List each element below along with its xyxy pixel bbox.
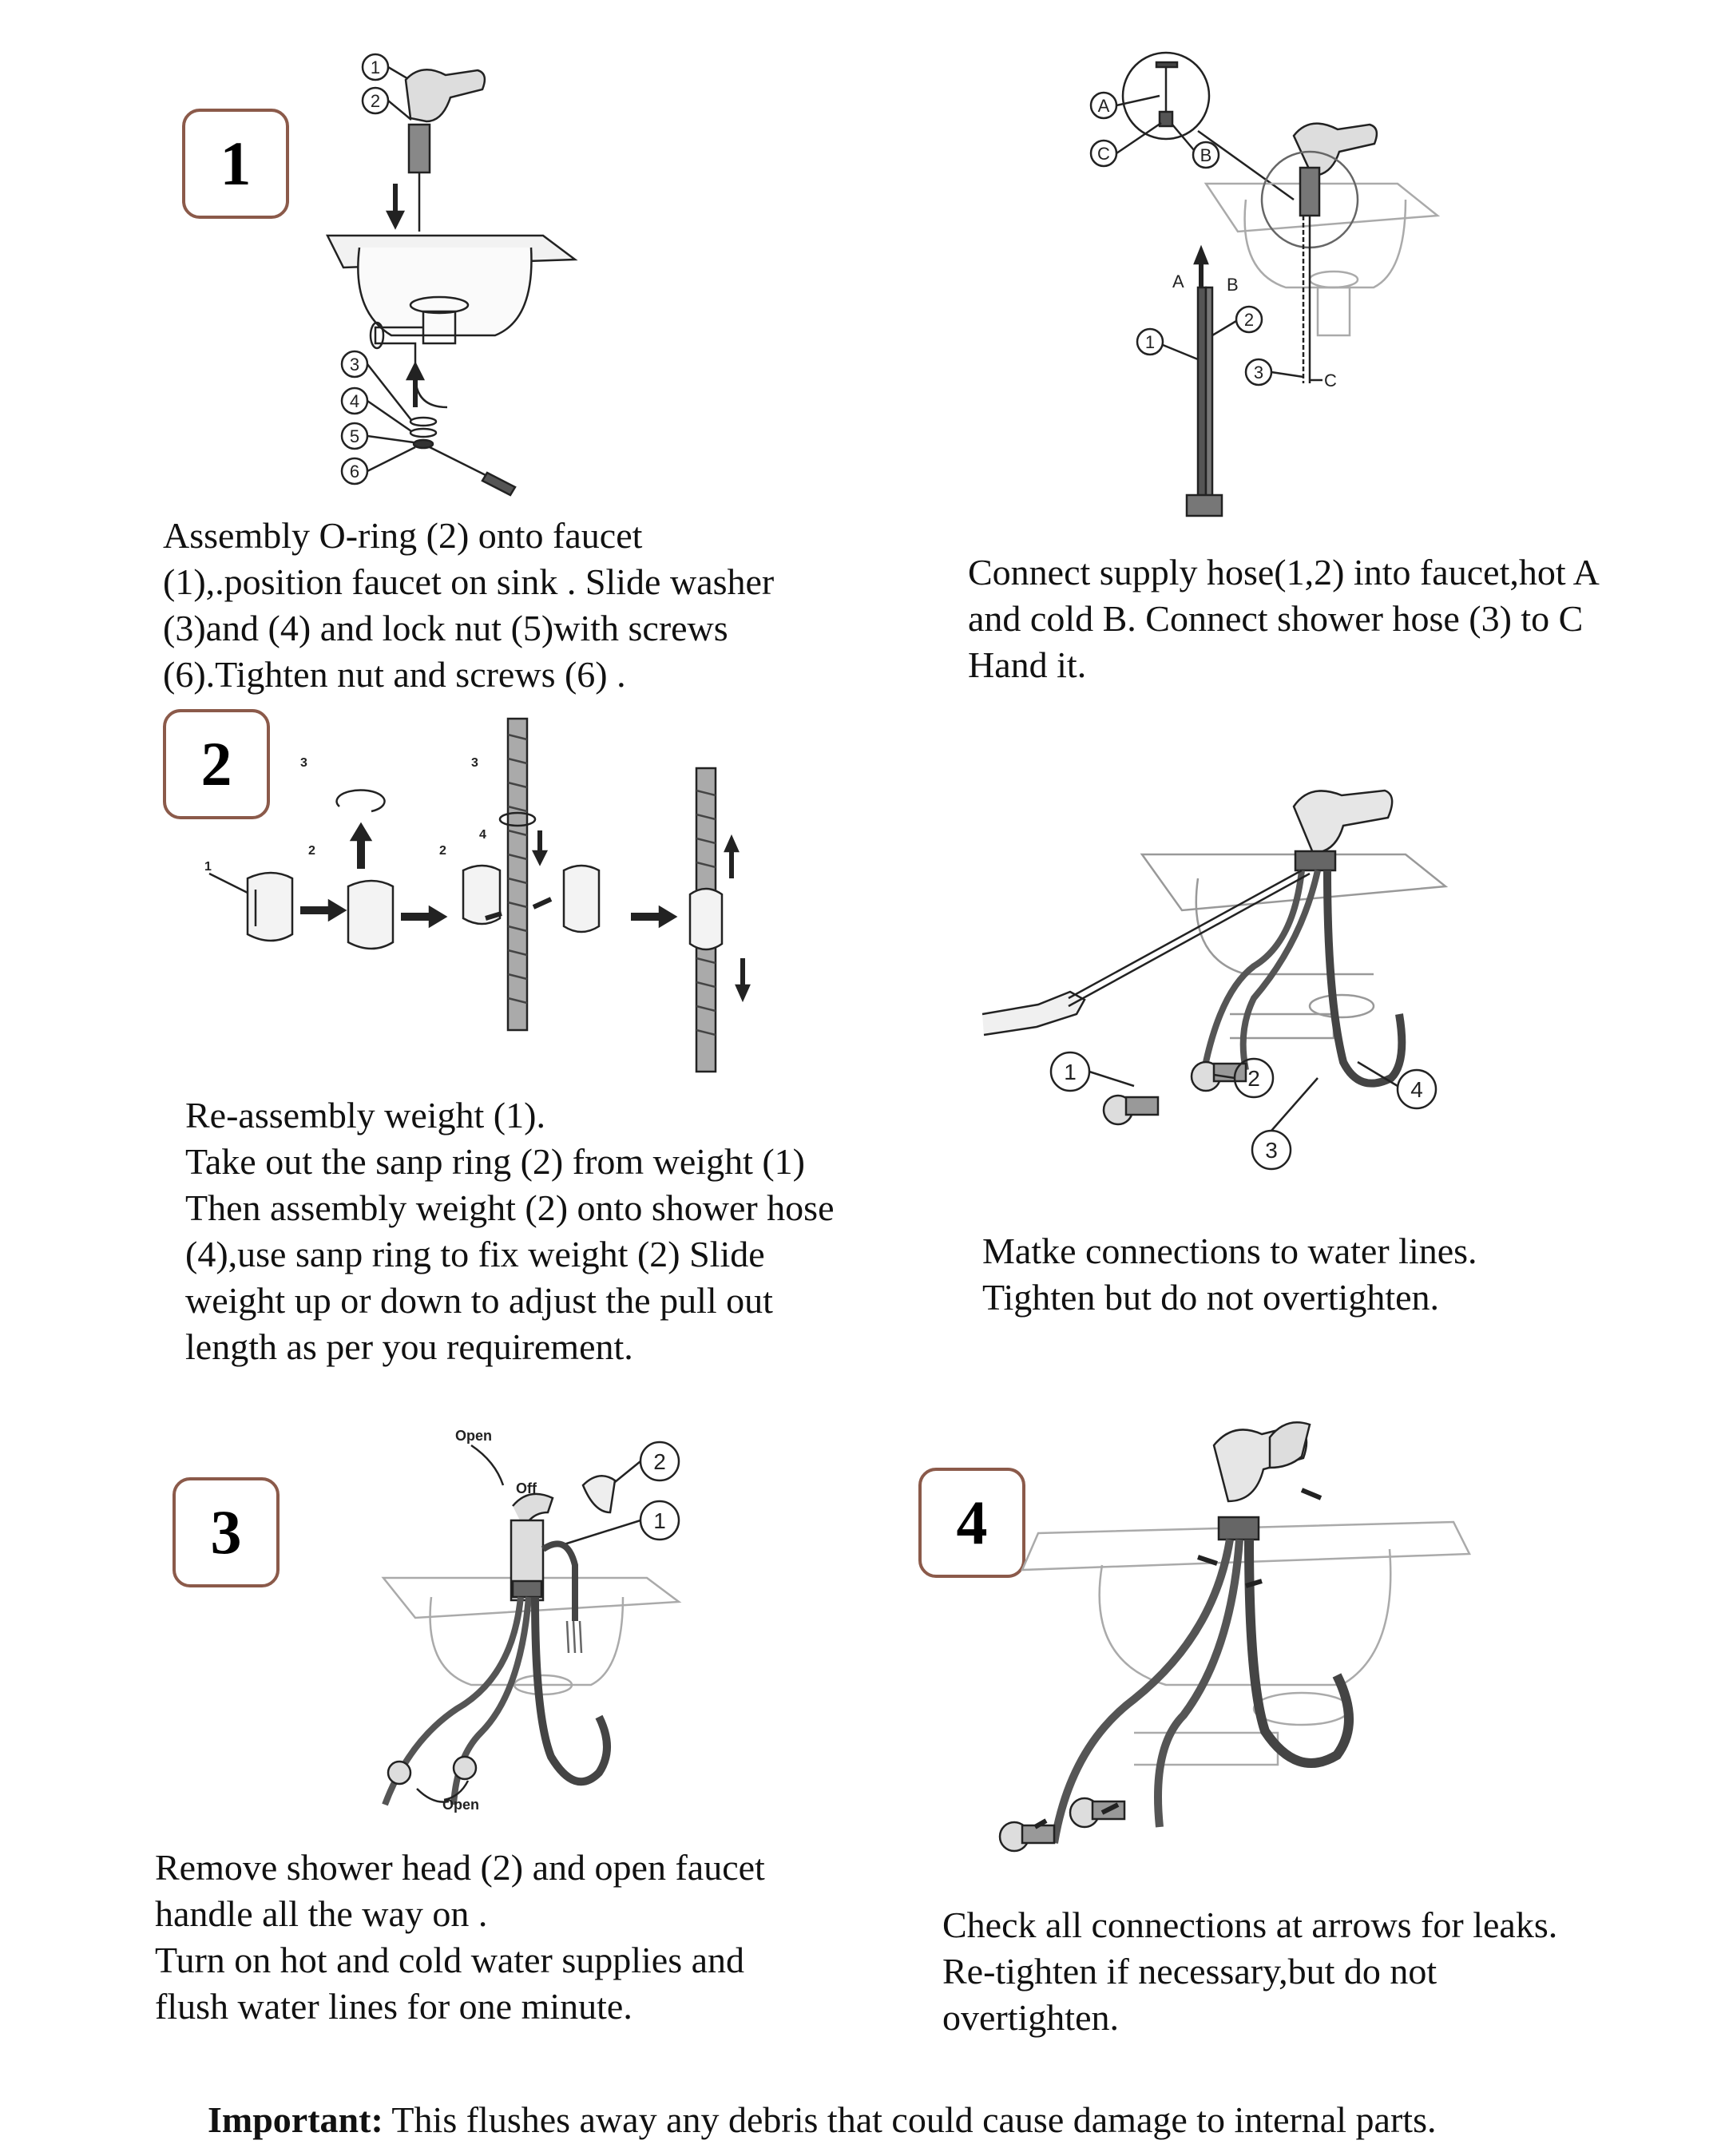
label-A: A: [1172, 271, 1184, 291]
step3-instructions: Remove shower head (2) and open faucet h…: [155, 1845, 765, 2030]
figure-leak-check: [990, 1413, 1517, 1877]
step2-line-4: (4),use sanp ring to fix weight (2) Slid…: [185, 1231, 835, 1278]
step2-line-6: length as per you requirement.: [185, 1324, 835, 1370]
callout-water-3: 3: [1265, 1138, 1278, 1163]
supply-line-1: Connect supply hose(1,2) into faucet,hot…: [968, 549, 1600, 596]
supply-instructions: Connect supply hose(1,2) into faucet,hot…: [968, 549, 1600, 688]
figure-water-lines: 1 2 3 4: [982, 775, 1461, 1182]
supply-line-3: Hand it.: [968, 642, 1600, 688]
label-hose-4: 4: [479, 828, 486, 842]
step4-instructions: Check all connections at arrows for leak…: [942, 1902, 1557, 2041]
callout-C-top: C: [1097, 144, 1110, 164]
callout-faucet-1: 1: [653, 1508, 666, 1533]
label-weight-1: 1: [204, 860, 212, 874]
step1-line-1: Assembly O-ring (2) onto faucet: [163, 513, 774, 559]
callout-5: 5: [350, 426, 359, 446]
callout-hose-3: 3: [1254, 363, 1263, 382]
callout-1: 1: [371, 57, 380, 77]
supply-line-2: and cold B. Connect shower hose (3) to C: [968, 596, 1600, 642]
step4-line-1: Check all connections at arrows for leak…: [942, 1902, 1557, 1948]
callout-water-2: 2: [1247, 1066, 1260, 1091]
label-open-top: Open: [455, 1428, 492, 1444]
step1-line-3: (3)and (4) and lock nut (5)with screws: [163, 605, 774, 652]
label-C: C: [1324, 371, 1337, 390]
figure-supply-hoses: A C B A B 1 2 3 C: [1070, 48, 1485, 527]
step3-line-1: Remove shower head (2) and open faucet: [155, 1845, 765, 1891]
step2-line-5: weight up or down to adjust the pull out: [185, 1278, 835, 1324]
label-B: B: [1227, 275, 1239, 295]
step-number-3: 3: [172, 1477, 280, 1587]
callout-hose-2: 2: [1244, 310, 1254, 330]
important-label: Important:: [208, 2099, 383, 2140]
water-lines-instructions: Matke connections to water lines. Tighte…: [982, 1228, 1477, 1321]
label-weight-2b: 2: [439, 844, 446, 858]
step2-line-2: Take out the sanp ring (2) from weight (…: [185, 1139, 835, 1185]
step3-line-4: flush water lines for one minute.: [155, 1984, 765, 2030]
step2-line-1: Re-assembly weight (1).: [185, 1092, 835, 1139]
step2-instructions: Re-assembly weight (1). Take out the san…: [185, 1092, 835, 1370]
callout-6: 6: [350, 462, 359, 482]
callout-A-top: A: [1098, 96, 1110, 116]
callout-hose-1: 1: [1145, 332, 1155, 352]
step4-line-2: Re-tighten if necessary,but do not: [942, 1948, 1557, 1995]
step3-line-3: Turn on hot and cold water supplies and: [155, 1937, 765, 1984]
step3-line-2: handle all the way on .: [155, 1891, 765, 1937]
important-note: Important: This flushes away any debris …: [208, 2099, 1436, 2141]
figure-weight-assembly: 1 2 3 2 3 4: [192, 719, 783, 1078]
callout-3: 3: [350, 355, 359, 375]
callout-water-1: 1: [1064, 1060, 1077, 1084]
step-number-1: 1: [182, 109, 289, 219]
callout-4: 4: [350, 391, 359, 411]
important-text: This flushes away any debris that could …: [383, 2099, 1437, 2140]
step1-instructions: Assembly O-ring (2) onto faucet (1),.pos…: [163, 513, 774, 698]
figure-faucet-install: 1 2 3 4 5 6: [303, 48, 575, 495]
callout-water-4: 4: [1410, 1077, 1423, 1102]
step1-line-4: (6).Tighten nut and screws (6) .: [163, 652, 774, 698]
figure-flush-lines: Open Off 2 1 Open: [343, 1421, 711, 1821]
step1-line-2: (1),.position faucet on sink . Slide was…: [163, 559, 774, 605]
label-ring-3a: 3: [300, 756, 307, 770]
callout-B-top: B: [1200, 145, 1212, 165]
step4-line-3: overtighten.: [942, 1995, 1557, 2041]
step2-line-3: Then assembly weight (2) onto shower hos…: [185, 1185, 835, 1231]
callout-showerhead-2: 2: [653, 1449, 666, 1474]
callout-2: 2: [371, 91, 380, 111]
water-line-1: Matke connections to water lines.: [982, 1228, 1477, 1274]
water-line-2: Tighten but do not overtighten.: [982, 1274, 1477, 1321]
label-weight-2a: 2: [308, 844, 315, 858]
label-ring-3b: 3: [471, 756, 478, 770]
